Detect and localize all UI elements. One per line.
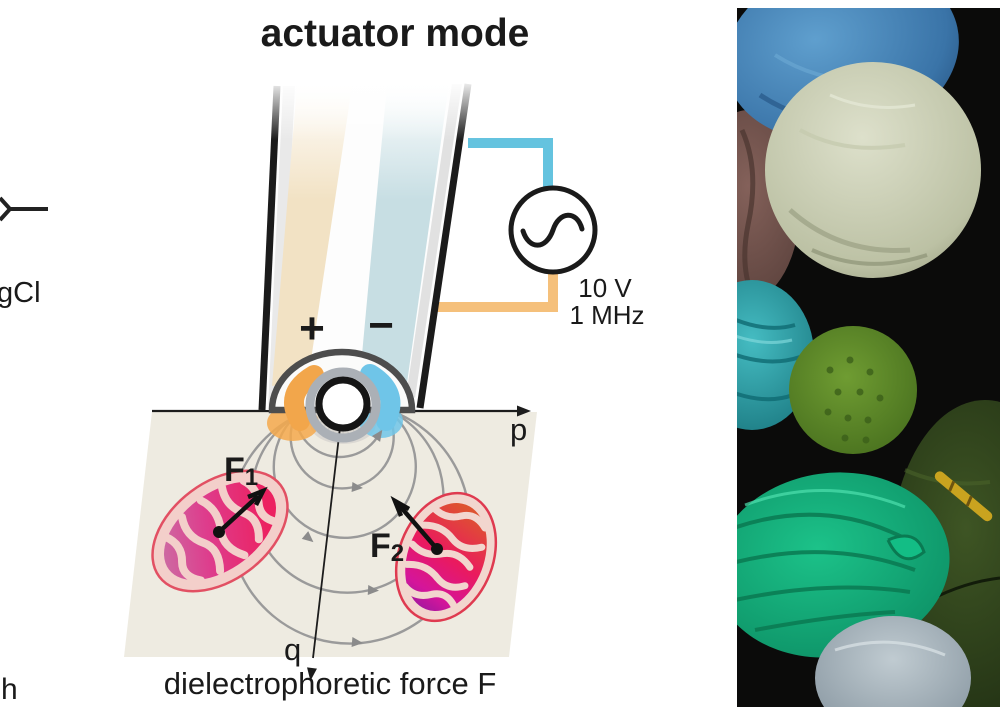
sem-grain-green-sphere — [789, 326, 917, 454]
tip-orange-crescent — [284, 365, 324, 431]
teal-grain-fold — [886, 534, 926, 561]
sem-grain-slate — [815, 616, 971, 707]
pipette-tip — [268, 348, 416, 443]
sem-grain-cream — [765, 62, 981, 278]
tip-blue-crescent — [360, 364, 401, 431]
force-vector-1: F1 — [213, 451, 268, 538]
force2-arrowhead — [390, 495, 411, 517]
panel-title: actuator mode — [261, 12, 530, 55]
pipette-top-fade — [250, 78, 480, 140]
ac-circuit: 10 V 1 MHz — [436, 138, 645, 330]
q-axis: q — [284, 401, 344, 681]
mito-right-cristae — [401, 503, 489, 609]
cropped-electrode-wire: gCl — [0, 196, 48, 309]
figure-caption: dielectrophoretic force F — [164, 666, 497, 701]
orange-wire — [436, 268, 558, 312]
p-axis-label: p — [510, 412, 527, 447]
pipette-blue-stripe — [359, 84, 449, 387]
force2-label: F2 — [370, 527, 404, 567]
pipette-tan-stripe — [272, 86, 352, 386]
p-axis-arrowhead — [517, 405, 531, 417]
cropped-bottom-left-label: h — [1, 673, 18, 706]
tip-gray-ring — [305, 367, 381, 443]
frequency-label: 1 MHz — [569, 300, 644, 330]
q-axis-label: q — [284, 632, 301, 667]
negative-electrode-label: − — [368, 301, 394, 350]
blue-wire — [468, 138, 553, 192]
q-axis-arrowhead — [307, 667, 317, 681]
force2-origin-dot — [431, 543, 443, 555]
electrode-label-partial: gCl — [0, 277, 41, 309]
sem-grain-teal-large — [737, 472, 950, 658]
force-vector-2: F2 — [370, 495, 443, 567]
tip-aperture — [315, 376, 371, 432]
mitochondrion-right — [394, 491, 498, 623]
force1-label: F1 — [224, 451, 258, 491]
force1-arrowhead — [247, 486, 268, 507]
positive-electrode-label: + — [299, 304, 325, 353]
nanopipette: + − — [250, 78, 480, 443]
sem-micrograph — [737, 8, 1000, 707]
voltage-label: 10 V — [578, 273, 632, 303]
sem-yellow-twig — [934, 471, 993, 522]
sine-wave-icon — [520, 212, 585, 248]
field-arrowheads — [301, 429, 383, 647]
force1-origin-dot — [213, 526, 225, 538]
